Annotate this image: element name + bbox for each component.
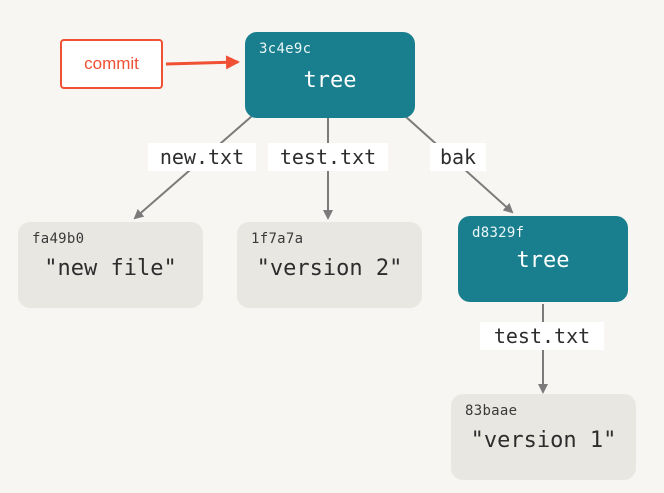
node-content: "version 2" bbox=[256, 256, 403, 281]
edge-label-new-txt: new.txt bbox=[148, 143, 256, 171]
edge-label-bak-test-txt: test.txt bbox=[480, 322, 604, 350]
node-content: "new file" bbox=[44, 256, 177, 281]
commit-pointer-arrow bbox=[165, 55, 240, 70]
edge-label-test-txt: test.txt bbox=[268, 143, 388, 171]
node-hash: 1f7a7a bbox=[251, 231, 304, 247]
node-content: tree bbox=[516, 248, 570, 273]
node-content: tree bbox=[303, 68, 357, 93]
blob-node-version-1: 83baae "version 1" bbox=[451, 394, 636, 480]
commit-callout-label: commit bbox=[84, 54, 139, 73]
node-hash: fa49b0 bbox=[32, 231, 85, 247]
tree-node-root: 3c4e9c tree bbox=[245, 32, 415, 118]
node-hash: 3c4e9c bbox=[259, 41, 312, 57]
node-hash: 83baae bbox=[465, 403, 518, 419]
tree-node-bak: d8329f tree bbox=[458, 216, 628, 302]
commit-callout: commit bbox=[60, 39, 163, 89]
edge-label-bak: bak bbox=[430, 143, 486, 171]
node-content: "version 1" bbox=[470, 428, 617, 453]
blob-node-version-2: 1f7a7a "version 2" bbox=[237, 222, 422, 308]
blob-node-new-file: fa49b0 "new file" bbox=[18, 222, 203, 308]
node-hash: d8329f bbox=[472, 225, 525, 241]
